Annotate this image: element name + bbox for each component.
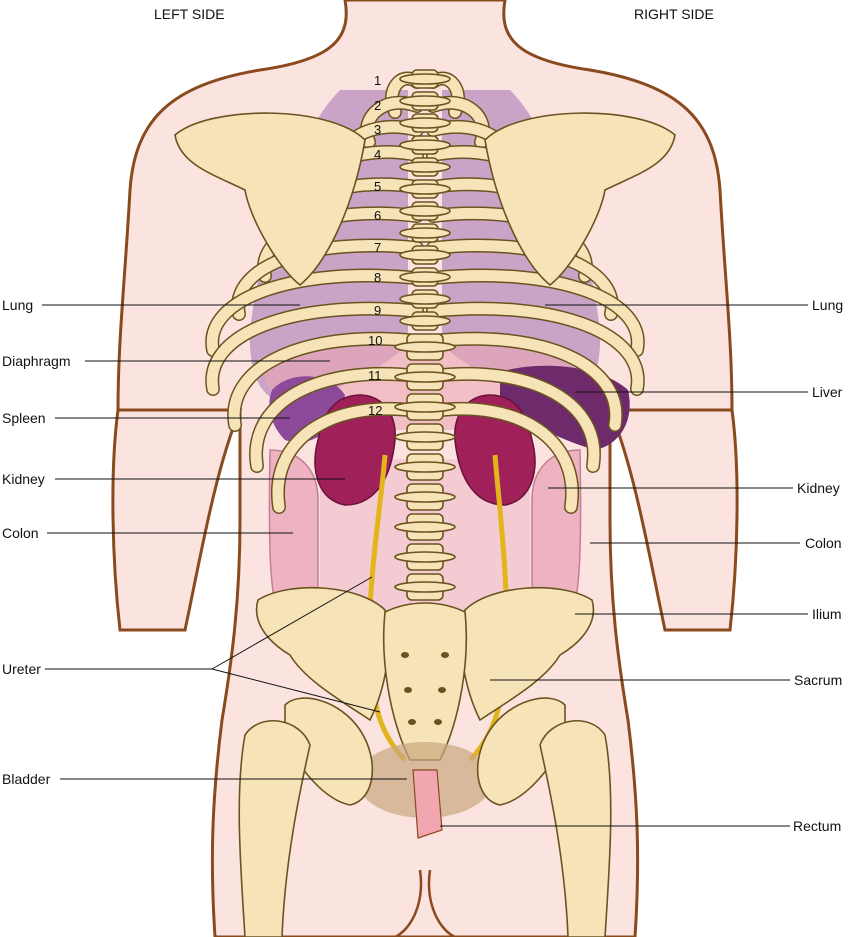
transverse-process [399,73,451,85]
transverse-process [394,521,456,533]
label-liver: Liver [812,384,843,400]
label-diaphragm: Diaphragm [2,353,70,369]
rib-number: 10 [368,333,382,348]
transverse-process [399,95,451,107]
rib-fill [427,403,578,513]
spine [394,69,456,601]
transverse-process [394,341,456,353]
left-side-heading: LEFT SIDE [154,6,225,22]
transverse-process [394,371,456,383]
label-right-kidney: Kidney [797,480,840,496]
transverse-process [399,183,451,195]
label-ilium: Ilium [812,606,842,622]
label-spleen: Spleen [2,410,46,426]
right-ischium [476,697,566,806]
rib-fill [427,303,644,395]
label-right-lung: Lung [812,297,843,313]
rib-fill [427,333,622,431]
transverse-process [399,205,451,217]
left-femur [238,720,311,937]
transverse-process [399,117,451,129]
right-arm [607,408,739,632]
buttocks-line [394,869,456,937]
right-femur [539,720,612,937]
rib-fill [228,333,423,431]
rib-fill [206,270,423,356]
rib-fill [272,403,423,513]
transverse-process [394,551,456,563]
label-bladder: Bladder [2,771,51,787]
left-arm [111,408,243,632]
rib-number: 4 [374,147,381,162]
rib-number: 8 [374,270,381,285]
left-ischium [284,697,374,806]
rib-number: 6 [374,208,381,223]
left-scapula [174,112,366,287]
transverse-process [399,315,451,327]
right-scapula [484,112,676,287]
left-ilium [255,586,390,722]
label-ureter: Ureter [2,661,41,677]
rib-fill [427,368,600,472]
rib-number: 1 [374,73,381,88]
transverse-process [399,293,451,305]
transverse-process [399,139,451,151]
transverse-process [399,227,451,239]
transverse-process [394,491,456,503]
transverse-process [394,431,456,443]
label-left-lung: Lung [2,297,33,313]
leader-lines [42,304,808,827]
label-right-colon: Colon [805,535,842,551]
label-sacrum: Sacrum [794,672,842,688]
rib-fill [206,303,423,395]
label-left-kidney: Kidney [2,471,45,487]
label-left-colon: Colon [2,525,39,541]
rib-number: 7 [374,240,381,255]
rib-number: 5 [374,179,381,194]
rib-number: 12 [368,403,382,418]
sacrum [382,602,468,761]
rib-fill [250,368,423,472]
transverse-process [394,401,456,413]
rib-number: 11 [368,368,382,383]
transverse-process [394,461,456,473]
transverse-process [394,581,456,593]
rib-number: 9 [374,303,381,318]
rib-numbers: 1 2 3 4 5 6 7 8 9 10 11 12 [368,73,382,418]
right-ilium [460,586,595,722]
transverse-process [399,271,451,283]
transverse-process [399,249,451,261]
rib-fill [427,270,644,356]
rectum [412,769,443,839]
rib-number: 3 [374,122,381,137]
sacral-foramina [401,652,449,725]
rib-number: 2 [374,98,381,113]
transverse-process [399,161,451,173]
label-rectum: Rectum [793,818,841,834]
right-side-heading: RIGHT SIDE [634,6,714,22]
